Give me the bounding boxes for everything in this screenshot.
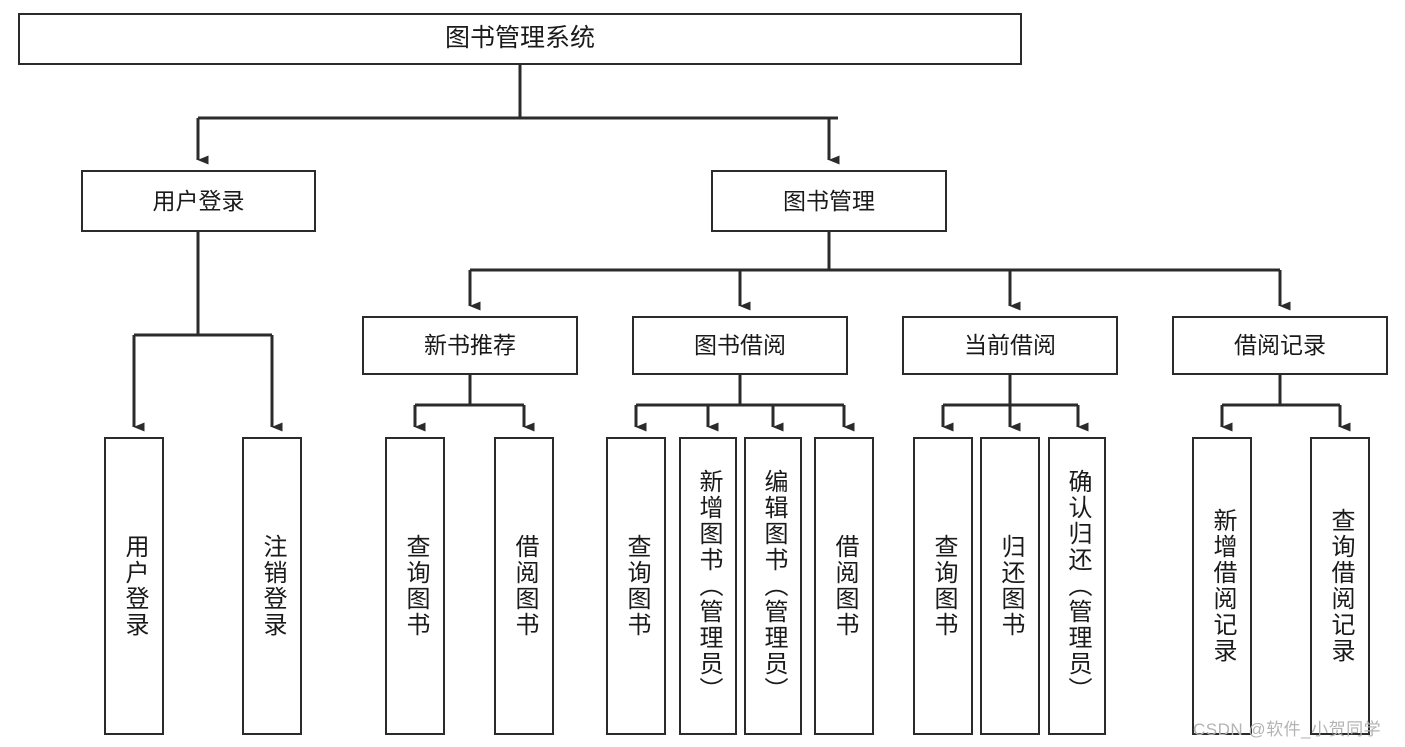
node-book-borrow[interactable]: 图书借阅 <box>632 316 848 375</box>
node-label: 借阅图书 <box>831 534 858 638</box>
node-label: 图书借阅 <box>694 332 786 359</box>
node-label: 用户登录 <box>152 187 245 214</box>
node-new-book-recommend[interactable]: 新书推荐 <box>362 316 578 375</box>
node-label: 归还图书 <box>997 534 1024 638</box>
node-leaf-new-book-query[interactable]: 查询图书 <box>385 437 445 735</box>
node-user-login[interactable]: 用户登录 <box>81 170 316 232</box>
node-label: 借阅图书 <box>511 534 538 638</box>
node-label: 新书推荐 <box>424 332 516 359</box>
node-leaf-current-borrow-query[interactable]: 查询图书 <box>913 437 973 735</box>
node-leaf-borrow-record-add[interactable]: 新增借阅记录 <box>1192 437 1252 735</box>
node-label: 编辑图书（管理员） <box>760 469 787 703</box>
node-book-management[interactable]: 图书管理 <box>711 170 947 232</box>
node-label: 确认归还（管理员） <box>1064 469 1091 703</box>
node-leaf-new-book-borrow[interactable]: 借阅图书 <box>494 437 554 735</box>
node-leaf-user-login-signin[interactable]: 用户登录 <box>104 437 164 735</box>
node-leaf-book-borrow-add[interactable]: 新增图书（管理员） <box>679 437 737 735</box>
node-leaf-book-borrow-lend[interactable]: 借阅图书 <box>814 437 874 735</box>
node-leaf-book-borrow-edit[interactable]: 编辑图书（管理员） <box>744 437 802 735</box>
node-label: 注销登录 <box>259 534 286 638</box>
node-label: 当前借阅 <box>964 332 1056 359</box>
node-current-borrow[interactable]: 当前借阅 <box>902 316 1118 375</box>
node-label: 新增图书（管理员） <box>695 469 722 703</box>
node-borrow-record[interactable]: 借阅记录 <box>1172 316 1388 375</box>
node-leaf-current-borrow-confirm[interactable]: 确认归还（管理员） <box>1048 437 1106 735</box>
csdn-watermark: CSDN @软件_小贺同学 <box>1193 720 1382 739</box>
node-leaf-book-borrow-query[interactable]: 查询图书 <box>606 437 666 735</box>
node-label: 图书管理 <box>783 187 875 214</box>
node-label: 新增借阅记录 <box>1209 508 1236 664</box>
node-leaf-current-borrow-return[interactable]: 归还图书 <box>980 437 1040 735</box>
node-label: 图书管理系统 <box>444 24 595 53</box>
node-label: 查询图书 <box>402 534 429 638</box>
node-label: 用户登录 <box>121 534 148 638</box>
node-leaf-user-login-signout[interactable]: 注销登录 <box>242 437 302 735</box>
node-label: 借阅记录 <box>1234 332 1326 359</box>
node-label: 查询图书 <box>930 534 957 638</box>
node-label: 查询图书 <box>623 534 650 638</box>
node-leaf-borrow-record-query[interactable]: 查询借阅记录 <box>1310 437 1370 735</box>
node-root-system[interactable]: 图书管理系统 <box>18 13 1022 65</box>
node-label: 查询借阅记录 <box>1327 508 1354 664</box>
